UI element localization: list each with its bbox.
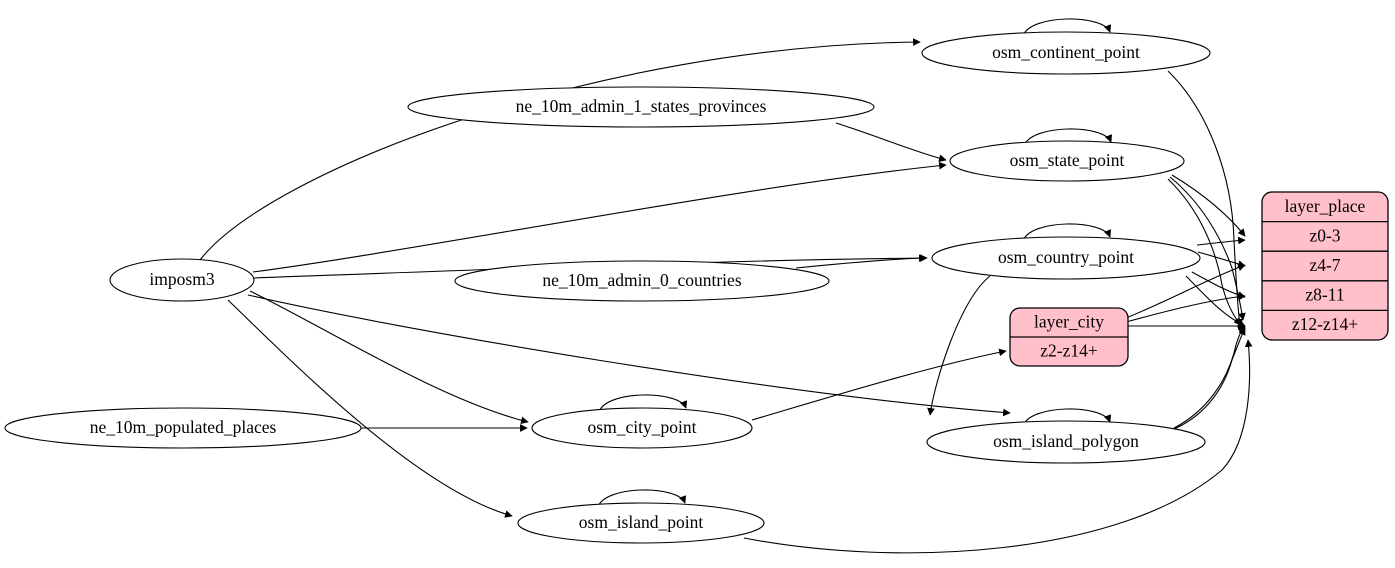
record-node-layer_place[interactable]: layer_place z0-3 z4-7 z8-11 z12-z14+ [1261,191,1389,341]
edge-imposm3-to-osm_island_point [227,299,513,518]
node-ne_countries[interactable]: ne_10m_admin_0_countries [454,260,830,302]
edge-osm_city_point-to-osm_city_point [598,394,688,413]
node-label-ne_states: ne_10m_admin_1_states_provinces [516,96,767,116]
nodes-layer: imposm3 ne_10m_admin_1_states_provincesne… [4,31,1211,544]
record-node-layer_city[interactable]: layer_city z2-z14+ [1009,307,1129,367]
edge-osm_island_point-to-layer_place [743,339,1253,554]
node-osm_continent_point[interactable]: osm_continent_point [921,31,1211,75]
edge-layer_city-to-layer_place [1125,292,1246,323]
node-label-osm_continent_point: osm_continent_point [992,42,1140,62]
edge-osm_state_point-to-osm_state_point [1023,128,1113,147]
record-box-layer_place [1261,191,1389,341]
edge-imposm3-to-osm_island_polygon [247,294,1011,417]
node-label-imposm3: imposm3 [149,269,214,289]
node-shape-osm_state_point [949,140,1185,182]
node-label-osm_state_point: osm_state_point [1010,150,1125,170]
records-layer: layer_place z0-3 z4-7 z8-11 z12-z14+ layer_ci… [1009,191,1389,367]
node-shape-ne_places [4,407,362,449]
node-osm_state_point[interactable]: osm_state_point [949,140,1185,182]
record-row-layer_city-z2-z14+[interactable]: z2-z14+ [1040,341,1098,361]
record-row-layer_place-header[interactable]: layer_place [1285,196,1366,216]
node-osm_island_point[interactable]: osm_island_point [517,502,765,544]
node-label-ne_countries: ne_10m_admin_0_countries [542,270,741,290]
node-shape-imposm3 [109,258,255,302]
node-label-ne_places: ne_10m_populated_places [90,417,277,437]
edge-osm_country_point-to-osm_island_polygon [927,275,991,416]
node-shape-osm_city_point [531,407,753,449]
node-label-osm_island_polygon: osm_island_polygon [993,431,1139,451]
edge-osm_country_point-to-osm_country_point [1022,223,1112,242]
edge-osm_state_point-to-layer_place [1167,178,1242,326]
node-label-osm_island_point: osm_island_point [579,512,704,532]
edge-osm_city_point-to-layer_city [751,348,1007,421]
edge-layer_city-to-layer_place [1125,263,1246,319]
edge-osm_continent_point-to-osm_continent_point [1022,18,1112,37]
edge-ne_countries-to-osm_country_point [795,254,927,269]
edge-ne_states-to-osm_state_point [835,122,947,162]
edge-osm_country_point-to-layer_place [1196,236,1246,246]
record-row-layer_place-z8-11[interactable]: z8-11 [1305,285,1344,305]
edge-osm_state_point-to-layer_place [1171,174,1246,237]
edge-osm_island_polygon-to-layer_place [1171,327,1246,431]
edge-osm_continent_point-to-layer_place [1167,70,1243,327]
node-osm_country_point[interactable]: osm_country_point [931,236,1201,280]
edge-osm_island_point-to-osm_island_point [597,489,687,508]
node-ne_states[interactable]: ne_10m_admin_1_states_provinces [407,86,875,128]
node-shape-ne_states [407,86,875,128]
record-row-layer_city-header[interactable]: layer_city [1034,312,1104,332]
node-imposm3[interactable]: imposm3 [109,258,255,302]
node-shape-osm_country_point [931,236,1201,280]
node-label-osm_country_point: osm_country_point [998,247,1134,267]
node-osm_island_polygon[interactable]: osm_island_polygon [926,420,1206,464]
node-osm_city_point[interactable]: osm_city_point [531,407,753,449]
edge-osm_country_point-to-layer_place [1197,251,1246,268]
node-label-osm_city_point: osm_city_point [588,417,697,437]
record-row-layer_place-z12-z14+[interactable]: z12-z14+ [1292,314,1358,334]
edges-layer [199,18,1253,554]
node-shape-osm_continent_point [921,31,1211,75]
node-ne_places[interactable]: ne_10m_populated_places [4,407,362,449]
edge-imposm3-to-osm_continent_point [199,38,921,261]
node-shape-osm_island_polygon [926,420,1206,464]
edge-osm_island_polygon-to-osm_island_polygon [1022,408,1112,427]
edge-osm_island_polygon-to-layer_place [1173,326,1246,429]
node-shape-ne_countries [454,260,830,302]
edge-imposm3-to-osm_state_point [252,161,947,273]
edge-imposm3-to-osm_city_point [249,290,529,425]
record-row-layer_place-z4-7[interactable]: z4-7 [1309,255,1340,275]
record-row-layer_place-z0-3[interactable]: z0-3 [1309,225,1340,245]
node-shape-osm_island_point [517,502,765,544]
